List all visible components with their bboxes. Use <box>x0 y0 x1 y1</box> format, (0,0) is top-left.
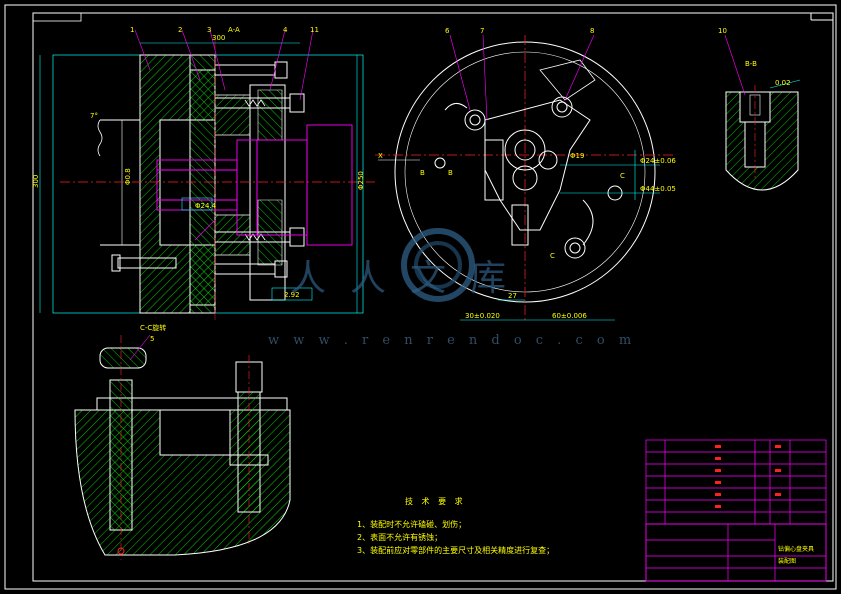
part-label-8: 8 <box>590 27 594 35</box>
angle-dimension: 7° <box>90 112 98 120</box>
section-cc-view <box>74 334 291 560</box>
drawing-frame <box>4 4 837 590</box>
c-left-label: C <box>550 252 555 260</box>
top-width-dimension: 300 <box>212 34 225 42</box>
b-right-label: B <box>448 169 453 177</box>
flatness-callout: 0.02 <box>775 79 791 87</box>
right-height-dimension: Φ250 <box>357 171 365 190</box>
title-block <box>645 439 827 582</box>
chip-bore-dimension: Φ24.4 <box>195 202 217 210</box>
slot-tolerance: 2.92 <box>284 291 300 299</box>
x-marker-label: X <box>378 152 383 160</box>
bore-dimension: Φ19 <box>570 152 584 160</box>
part-label-4: 4 <box>283 26 288 34</box>
section-cc-title: C-C旋转 <box>140 323 166 332</box>
watermark-brand: 人人文库 <box>290 258 530 299</box>
plan-view <box>375 34 675 321</box>
technical-requirements-title: 技 术 要 求 <box>405 497 466 506</box>
bottom-left-dimension: 30±0.020 <box>465 312 500 320</box>
part-label-7: 7 <box>480 27 484 35</box>
part-label-6: 6 <box>445 27 450 35</box>
part-label-2: 2 <box>178 26 182 34</box>
section-aa-title: A-A <box>228 26 240 34</box>
technical-requirement-1: 1、装配时不允许磕碰、划伤； <box>357 520 467 529</box>
bottom-small-dimension: 27 <box>508 292 517 300</box>
c-right-label: C <box>620 172 625 180</box>
b-left-label: B <box>420 169 425 177</box>
drawing-name-line1: 钻偏心盘夹具 <box>778 545 814 553</box>
drawing-name-line2: 装配图 <box>778 557 796 565</box>
part-label-1: 1 <box>130 26 134 34</box>
part-label-3: 3 <box>207 26 211 34</box>
part-label-10: 10 <box>718 27 727 35</box>
flat-dimension-2: Φ44±0.05 <box>640 185 676 193</box>
section-bb-title: B-B <box>745 60 757 68</box>
bottom-right-dimension: 60±0.006 <box>552 312 587 320</box>
technical-requirement-2: 2、表面不允许有锈蚀； <box>357 533 443 542</box>
part-label-5: 5 <box>150 335 154 343</box>
watermark-url: w w w . r e n r e n d o c . c o m <box>268 333 637 348</box>
section-bb-view <box>724 34 801 191</box>
flat-dimension-1: Φ24±0.06 <box>640 157 676 165</box>
section-aa-view <box>39 29 375 320</box>
left-height-dimension: 300 <box>32 175 40 188</box>
part-label-11: 11 <box>310 26 319 34</box>
watermark-logo <box>401 228 475 302</box>
technical-requirement-3: 3、装配前应对零部件的主要尺寸及相关精度进行复查； <box>357 546 555 555</box>
bom-entries <box>715 445 781 508</box>
roughness-callout: Φ0.8 <box>124 168 132 185</box>
